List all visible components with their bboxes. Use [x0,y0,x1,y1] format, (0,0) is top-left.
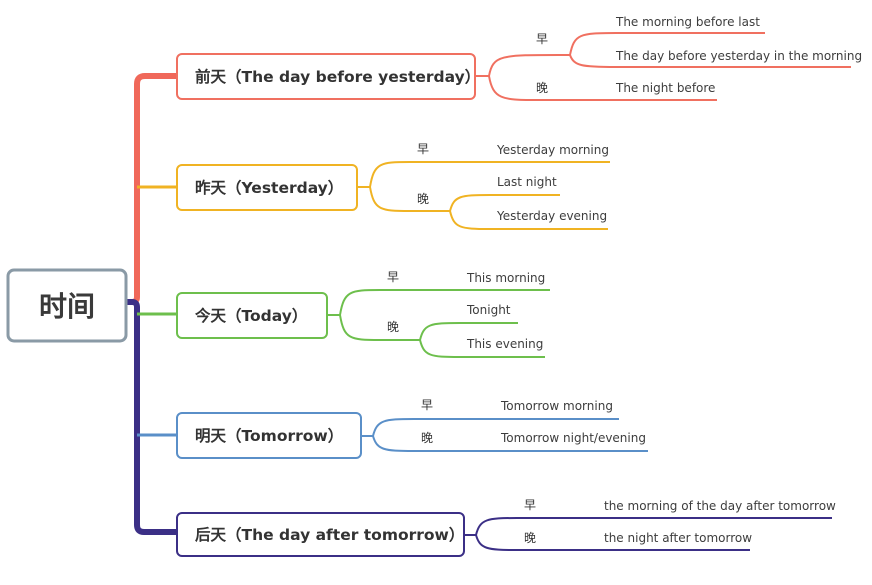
leaf-item: Tomorrow morning [500,399,613,413]
branch-color-line [569,54,851,68]
branch-label: 昨天（Yesterday） [195,178,343,197]
branch-node-box [176,53,476,100]
branch-node-today[interactable]: 今天（Today） [176,292,328,339]
leaf-item: the night after tomorrow [604,531,752,545]
branch-node-tomorrow[interactable]: 明天（Tomorrow） [176,412,362,459]
leaf-item: Yesterday morning [496,143,609,157]
period-label-morning: 早 [421,398,433,412]
branch-node-box [176,164,358,211]
trunk-connectors [127,73,176,535]
trunk-lower [127,299,176,535]
root-label: 时间 [39,290,95,323]
branch-node-box [176,292,328,339]
branch-label: 明天（Tomorrow） [195,427,343,445]
leaf-item: Yesterday evening [496,209,607,223]
branch-color-line [475,517,832,536]
branch-color-line [372,435,648,452]
branch-node-box [176,412,362,459]
branch-color-line [569,32,765,56]
branch-day-after-tomorrow: 后天（The day after tomorrow） 早 晚 the morni… [176,498,836,557]
branch-color-line [475,534,750,551]
branch-label: 后天（The day after tomorrow） [195,526,464,544]
leaf-item: the morning of the day after tomorrow [604,499,836,513]
leaf-item: The day before yesterday in the morning [615,49,862,63]
leaf-item: This morning [466,271,545,285]
branch-day-before-yesterday: 前天（The day before yesterday） 早 晚 The mor… [176,15,862,101]
branch-color-line [419,322,518,341]
leaf-item: The night before [615,81,715,95]
branch-color-line [488,75,717,101]
branch-color-line [449,210,608,230]
branch-color-line [339,314,420,341]
period-label-morning: 早 [417,142,429,156]
period-label-evening: 晚 [421,431,433,445]
branch-color-line [339,289,550,316]
period-label-evening: 晚 [524,531,536,545]
period-label-morning: 早 [387,270,399,284]
period-label-morning: 早 [536,32,548,46]
branch-node-box [176,512,465,557]
leaf-item: Tomorrow night/evening [500,431,646,445]
branch-color-line [449,194,560,212]
branch-node-yesterday[interactable]: 昨天（Yesterday） [176,164,358,211]
branch-tomorrow: 明天（Tomorrow） 早 晚 Tomorrow morning Tomorr… [176,398,648,459]
branch-color-line [419,339,545,358]
branch-today: 今天（Today） 早 晚 This morning Tonight This … [176,270,550,358]
leaf-item: Last night [497,175,557,189]
leaf-item: Tonight [466,303,511,317]
branch-color-line [372,418,619,437]
branch-color-line [488,53,571,77]
branch-node-day-before-yesterday[interactable]: 前天（The day before yesterday） [176,53,480,100]
period-label-evening: 晚 [536,81,548,95]
leaf-item: This evening [466,337,543,351]
branch-label: 今天（Today） [195,306,307,325]
period-label-morning: 早 [524,498,536,512]
leaf-item: The morning before last [615,15,760,29]
branch-node-day-after-tomorrow[interactable]: 后天（The day after tomorrow） [176,512,465,557]
root-node[interactable]: 时间 [6,268,128,343]
period-label-evening: 晚 [387,320,399,334]
period-label-evening: 晚 [417,192,429,206]
branch-yesterday: 昨天（Yesterday） 早 晚 Yesterday morning Last… [176,142,610,230]
branch-label: 前天（The day before yesterday） [195,67,480,86]
root-node-box [6,268,128,343]
branch-color-line [369,161,610,188]
trunk-upper [127,73,176,305]
branch-color-line [369,186,450,212]
